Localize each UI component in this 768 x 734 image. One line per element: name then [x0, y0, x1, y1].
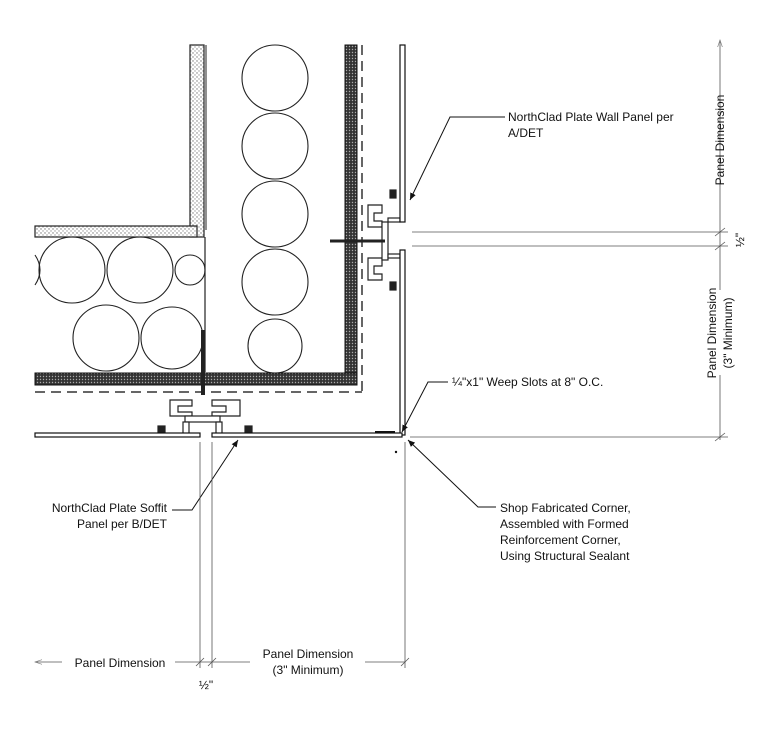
leader-weep	[401, 381, 448, 433]
dim-bottom-right-1: Panel Dimension	[263, 647, 354, 661]
soffit-sheathing	[34, 225, 198, 238]
soffit-insulation	[34, 236, 206, 372]
callout-wall-panel-1: NorthClad Plate Wall Panel per	[508, 110, 674, 124]
callout-corner-2: Assembled with Formed	[500, 517, 629, 531]
callout-soffit-1: NorthClad Plate Soffit	[52, 501, 168, 515]
right-dimension	[410, 40, 728, 442]
wall-rail-assembly	[330, 189, 401, 291]
bottom-dimension	[35, 442, 410, 668]
exterior-insulation-vertical	[344, 44, 358, 386]
wall-sheathing	[189, 44, 205, 238]
dim-bottom-right-2: (3" Minimum)	[273, 663, 344, 677]
callout-wall-panel-2: A/DET	[508, 126, 544, 140]
callout-corner-1: Shop Fabricated Corner,	[500, 501, 631, 515]
dim-bottom-gap: ½"	[199, 678, 213, 692]
soffit-panel-left	[34, 432, 201, 438]
exterior-insulation-horizontal	[34, 372, 358, 386]
callout-soffit-2: Panel per B/DET	[77, 517, 168, 531]
dim-right-upper: Panel Dimension	[713, 95, 727, 186]
dim-right-gap: ½"	[733, 233, 747, 247]
dim-right-lower-2: (3" Minimum)	[721, 298, 735, 369]
callout-weep-slots: ¼"x1" Weep Slots at 8" O.C.	[452, 375, 603, 389]
leader-corner	[407, 439, 496, 508]
callout-corner-3: Reinforcement Corner,	[500, 533, 621, 547]
soffit-rail-assembly	[157, 330, 253, 435]
weep-slot-mark	[394, 450, 398, 454]
lower-wall-panel	[399, 249, 406, 436]
soffit-panel-right	[211, 432, 403, 438]
dim-bottom-left: Panel Dimension	[75, 656, 166, 670]
dim-right-lower-1: Panel Dimension	[705, 288, 719, 379]
leader-soffit	[172, 439, 239, 511]
leader-wall-panel	[409, 116, 505, 201]
upper-wall-panel	[399, 44, 406, 223]
callout-corner-4: Using Structural Sealant	[500, 549, 630, 563]
wall-insulation	[241, 44, 309, 374]
